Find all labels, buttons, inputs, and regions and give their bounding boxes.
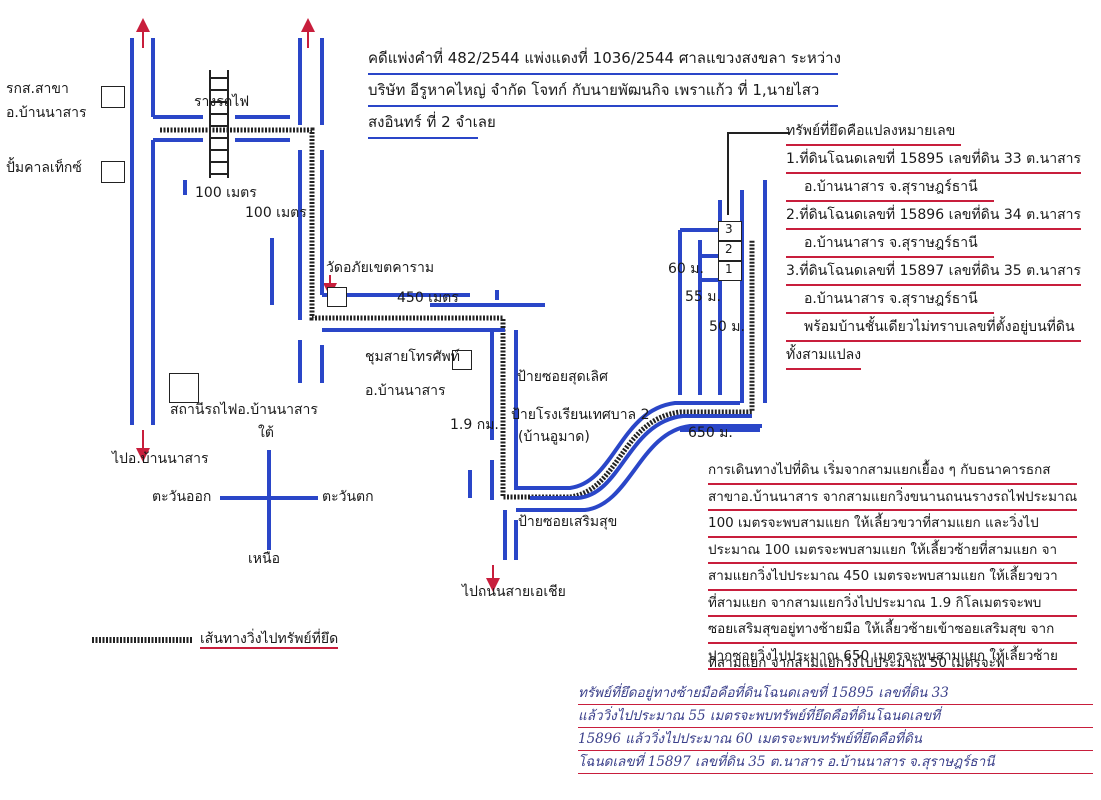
label-phone-exchange-district: อ.บ้านนาสาร [365,383,446,399]
label-to-asia-road: ไปถนนสายเอเชีย [462,584,566,600]
label-60m: 60 ม. [668,261,704,277]
pointer-line [727,132,790,215]
directions-line: การเดินทางไปที่ดิน เริ่มจากสามแยกเยื้อง … [708,458,1078,485]
handwritten-line: แล้ววิ่งไปประมาณ 55 เมตรจะพบทรัพย์ที่ยึด… [578,705,1093,728]
parcel-2-box [718,241,742,261]
label-school-sign-sub: (บ้านอูมาด) [518,429,590,445]
label-to-bannasan: ไปอ.บ้านนาสาร [112,451,209,467]
road-arrows [136,18,500,592]
property-heading: ทรัพย์ที่ยึดคือแปลงหมายเลข [786,118,961,146]
directions-panel: การเดินทางไปที่ดิน เริ่มจากสามแยกเยื้อง … [708,458,1078,670]
compass [220,450,318,550]
label-station-south: ใต้ [258,425,274,441]
label-bank: รกส.สาขา [6,81,69,97]
label-temple: วัดอภัยเขตคาราม [326,260,435,276]
handwritten-line: โฉนดเลขที่ 15897 เลขที่ดิน 35 ต.นาสาร อ.… [578,751,1093,774]
property-line: 3.ที่ดินโฉนดเลขที่ 15897 เลขที่ดิน 35 ต.… [786,258,1082,286]
compass-north: เหนือ [248,551,280,567]
directions-line: ซอยเสริมสุขอยู่ทางซ้ายมือ ให้เลี้ยวซ้ายเ… [708,617,1078,644]
label-school-sign: ป้ายโรงเรียนเทศบาล 2 [511,407,650,423]
case-title: คดีแพ่งคำที่ 482/2544 แพ่งแดงที่ 1036/25… [368,43,841,139]
label-bank-district: อ.บ้านนาสาร [6,105,87,121]
handwritten-line: 15896 แล้ววิ่งไปประมาณ 60 เมตรจะพบทรัพย์… [578,728,1093,751]
handwritten-note: ทรัพย์ที่ยึดอยู่ทางซ้ายมือคือที่ดินโฉนดเ… [578,682,1093,774]
gas-station-box [101,161,125,183]
main-road-left [130,38,155,425]
compass-west: ตะวันตก [322,489,374,505]
road-650 [516,401,762,512]
label-1900m: 1.9 กม. [450,417,499,433]
property-line: 2.ที่ดินโฉนดเลขที่ 15896 เลขที่ดิน 34 ต.… [786,202,1082,230]
directions-line: สามแยกวิ่งไปประมาณ 450 เมตรจะพบสามแยก ให… [708,564,1078,591]
label-55m: 55 ม. [685,289,721,305]
label-parcel-1: 1 [725,262,733,276]
directions-line: ประมาณ 100 เมตรจะพบสามแยก ให้เลี้ยวซ้ายท… [708,538,1078,564]
title-line-3: สงอินทร์ ที่ 2 จำเลย [368,107,496,139]
title-line-1: คดีแพ่งคำที่ 482/2544 แพ่งแดงที่ 1036/25… [368,43,841,75]
label-650m: 650 ม. [688,425,733,441]
directions-line: สาขาอ.บ้านนาสาร จากสามแยกวิ่งขนานถนนรางร… [708,485,1078,511]
property-line: 1.ที่ดินโฉนดเลขที่ 15895 เลขที่ดิน 33 ต.… [786,146,1082,174]
label-soi-sutlert: ป้ายซอยสุดเลิศ [517,369,608,385]
directions-line: ที่สามแยก จากสามแยกวิ่งไปประมาณ 1.9 กิโล… [708,591,1078,617]
legend-label: เส้นทางวิ่งไปทรัพย์ที่ยึด [200,631,339,650]
property-line: อ.บ้านนาสาร จ.สุราษฎร์ธานี [786,286,994,314]
property-line: ทั้งสามแปลง [786,342,861,370]
bank-box [101,86,125,108]
parcel-1-box [718,261,742,281]
property-line: อ.บ้านนาสาร จ.สุราษฎร์ธานี [786,230,994,258]
property-line: พร้อมบ้านชั้นเดียวไม่ทราบเลขที่ตั้งอยู่บ… [786,314,1082,342]
label-railway: รางรถไฟ [194,94,250,110]
road-1900 [468,330,518,560]
label-parcel-2: 2 [725,242,733,256]
title-line-2: บริษัท อีรูหาคไหญ่ จำกัด โจทก์ กับนายพัฒ… [368,75,838,107]
label-100m-a: 100 เมตร [195,185,257,201]
label-phone-exchange: ชุมสายโทรศัพท์ [365,349,460,365]
temple-box [327,287,347,307]
route-line [160,127,755,500]
label-450m: 450 เมตร [397,290,459,306]
cross-road-top [153,38,324,320]
railway-track [209,70,229,178]
parcel-3-box [718,221,742,241]
property-panel: ทรัพย์ที่ยึดคือแปลงหมายเลข 1.ที่ดินโฉนดเ… [786,118,1082,370]
handwritten-line: ทรัพย์ที่ยึดอยู่ทางซ้ายมือคือที่ดินโฉนดเ… [578,682,1093,705]
label-parcel-3: 3 [725,222,733,236]
directions-last-line: ที่สามแยก จากสามแยกวิ่งไปประมาณ 50 เมตรจ… [708,655,1005,671]
station-box [169,373,199,403]
property-line: อ.บ้านนาสาร จ.สุราษฎร์ธานี [786,174,994,202]
label-100m-b: 100 เมตร [245,205,307,221]
label-50m: 50 ม. [709,319,745,335]
compass-east: ตะวันออก [152,489,212,505]
label-soi-seremsuk: ป้ายซอยเสริมสุข [518,514,618,530]
label-station: สถานีรถไฟอ.บ้านนาสาร [170,402,318,418]
directions-line: 100 เมตรจะพบสามแยก ให้เลี้ยวขวาที่สามแยก… [708,511,1078,538]
phone-exchange-box [452,350,472,370]
label-gas-station: ปั้มคาลเท็กซ์ [6,160,82,176]
directions-line: ปากซอยวิ่งไปประมาณ 650 เมตรจะพบสามแยก ให… [708,644,1078,670]
